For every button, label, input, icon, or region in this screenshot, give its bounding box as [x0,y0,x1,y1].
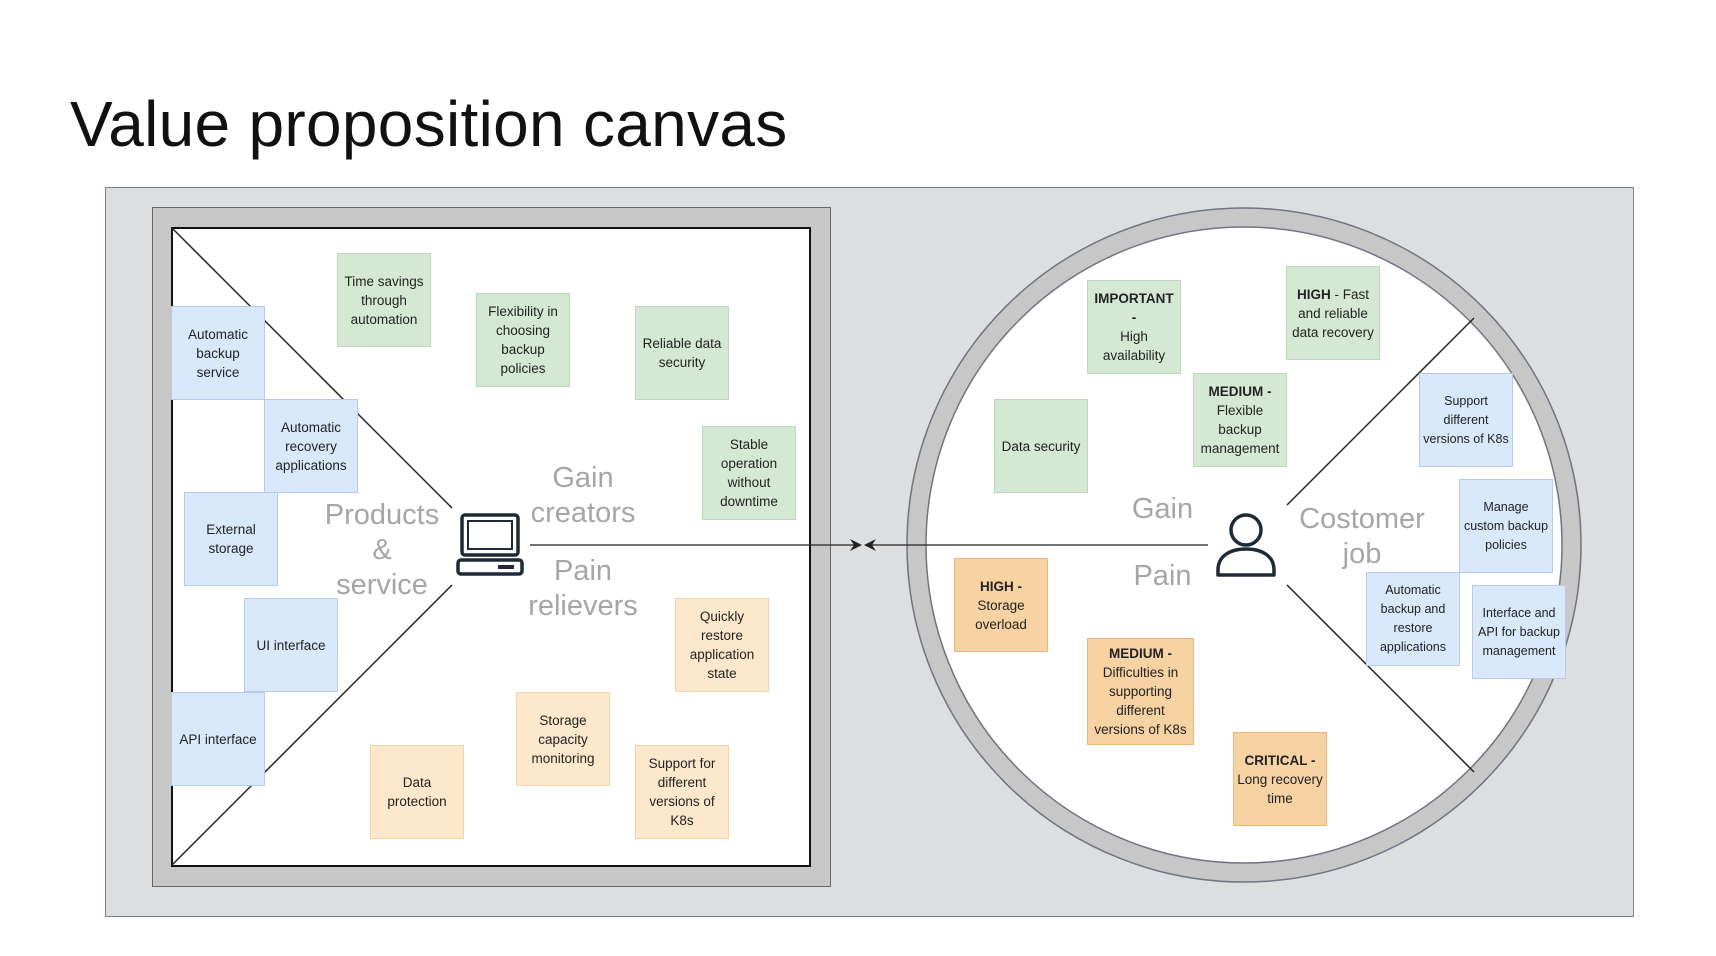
job-note: Automatic backup and restore application… [1366,572,1460,666]
product-note: External storage [184,492,278,586]
pain-reliever-note: Data protection [370,745,464,839]
gain-note: IMPORTANT -High availability [1087,280,1181,374]
pain-label: Pain [1133,560,1192,592]
products-service-label: Products & service [324,499,440,601]
customer-diagonal-top [1286,317,1475,506]
job-note: Interface and API for backup management [1472,585,1566,679]
pain-reliever-note: Storage capacity monitoring [516,692,610,786]
gain-creators-label: Gain creators [530,462,636,529]
job-note: Manage custom backup policies [1459,479,1553,573]
arrowhead-right [850,539,862,551]
gain-note: MEDIUM -Flexible backup management [1193,373,1287,467]
gain-note: HIGH - Fast and reliable data recovery [1286,266,1380,360]
person-icon [1216,513,1276,577]
gain-creator-note: Reliable data security [635,306,729,400]
product-note: Automatic backup service [171,306,265,400]
gain-note: Data security [994,399,1088,493]
gain-creator-note: Stable operation without downtime [702,426,796,520]
value-map-diagonal-bottom [171,584,453,866]
product-note: API interface [171,692,265,786]
arrowhead-left [864,539,876,551]
product-note: Automatic recovery applications [264,399,358,493]
value-map-diagonal-top [171,227,453,509]
pain-note: MEDIUM -Difficulties in supporting diffe… [1087,638,1194,745]
pain-reliever-note: Support for different versions of K8s [635,745,729,839]
pain-reliever-note: Quickly restore application state [675,598,769,692]
job-note: Support different versions of K8s [1419,373,1513,467]
customer-diagonal-bottom [1286,584,1475,773]
gain-label: Gain [1131,493,1194,525]
gain-creator-note: Time savings through automation [337,253,431,347]
pain-relievers-label: Pain relievers [528,555,638,622]
product-note: UI interface [244,598,338,692]
pain-note: HIGH -Storage overload [954,558,1048,652]
gain-creator-note: Flexibility in choosing backup policies [476,293,570,387]
laptop-icon [456,513,524,576]
page-title: Value proposition canvas [70,88,788,160]
customer-job-label: Costomer job [1299,503,1425,570]
pain-note: CRITICAL -Long recovery time [1233,732,1327,826]
